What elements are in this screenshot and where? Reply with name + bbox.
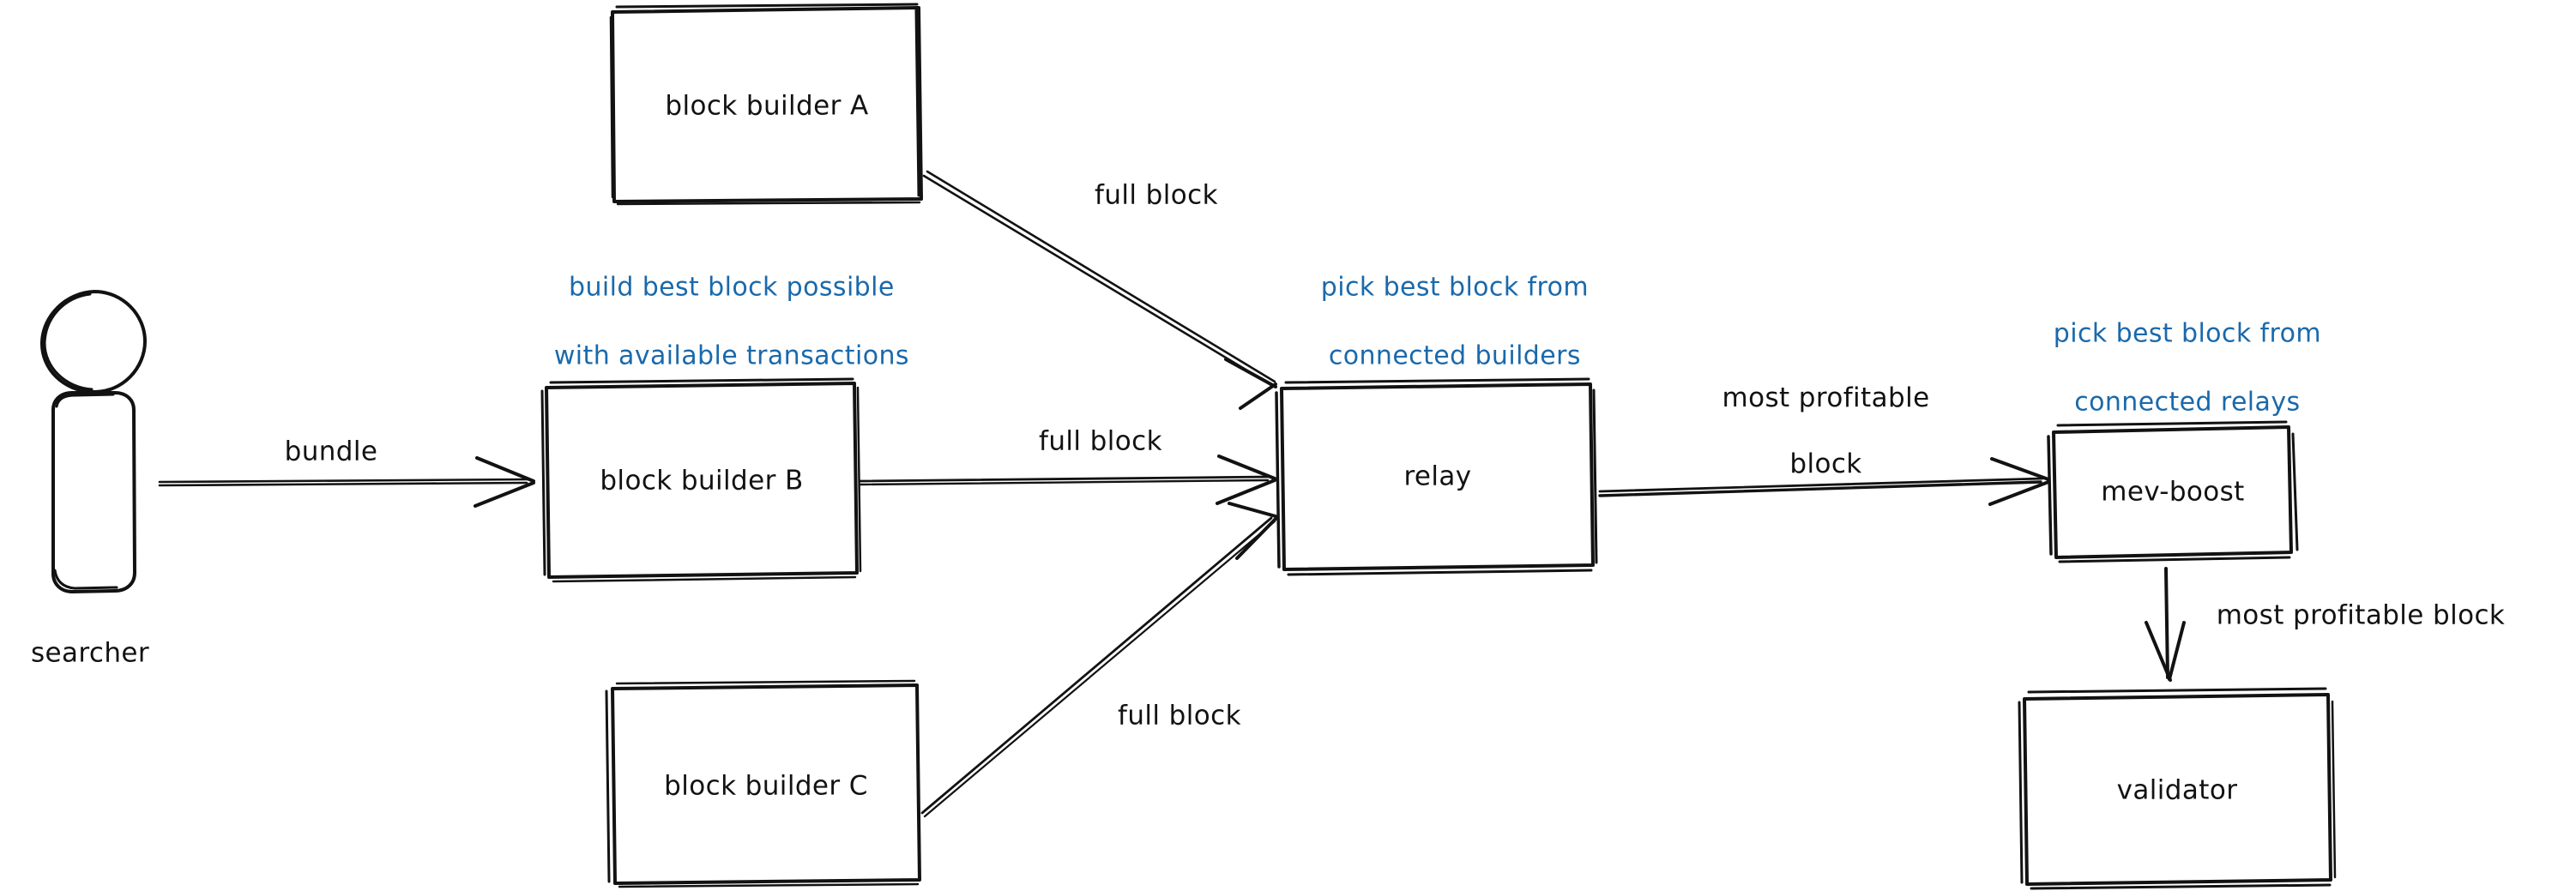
searcher-figure [39, 290, 147, 593]
arrow-mev-boost-to-validator [2145, 567, 2186, 682]
relay-box [1275, 377, 1598, 576]
block-builder-a-box [609, 3, 923, 206]
arrow-builder-b-to-relay [859, 455, 1276, 505]
arrow-builder-c-to-relay [920, 502, 1278, 818]
block-builder-c-box [605, 679, 921, 888]
arrow-builder-a-to-relay [922, 170, 1277, 410]
mev-boost-box [2047, 420, 2299, 563]
arrow-searcher-to-builder-b [158, 456, 535, 508]
arrow-relay-to-mev-boost [1598, 457, 2050, 506]
validator-box [2018, 687, 2337, 890]
block-builder-b-box [540, 377, 862, 583]
